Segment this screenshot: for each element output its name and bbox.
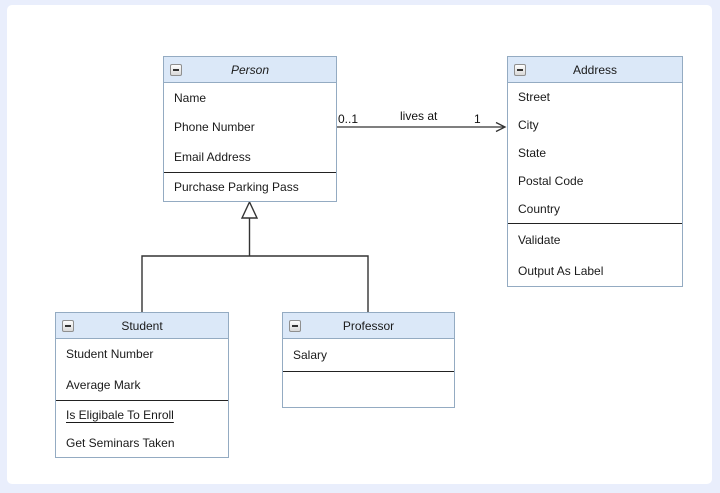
attribute: Student Number: [66, 347, 154, 362]
class-student[interactable]: Student Student Number Average Mark Is E…: [55, 312, 229, 458]
method: Validate: [518, 232, 561, 247]
class-person-attributes: Name Phone Number Email Address: [164, 83, 336, 172]
association-source-multiplicity: 0..1: [338, 112, 359, 126]
attribute: Country: [518, 202, 561, 216]
attribute: Name: [174, 90, 207, 105]
collapse-minus-icon[interactable]: [514, 63, 526, 76]
class-person-title: Person: [230, 62, 270, 77]
class-address-title: Address: [572, 62, 618, 77]
attribute: Email Address: [174, 150, 251, 165]
collapse-minus-icon[interactable]: [170, 63, 182, 76]
class-person[interactable]: Person Name Phone Number Email Address P…: [163, 56, 337, 202]
method-static: Is Eligibale To Enroll: [66, 408, 174, 422]
method: Get Seminars Taken: [66, 436, 175, 450]
class-student-attributes: Student Number Average Mark: [56, 339, 228, 400]
class-professor[interactable]: Professor Salary: [282, 312, 455, 408]
association-label: lives at: [400, 109, 438, 123]
class-professor-attributes: Salary: [283, 339, 454, 371]
minus-glyph: [65, 324, 71, 327]
attribute: City: [518, 118, 539, 132]
attribute: Postal Code: [518, 174, 584, 188]
class-person-methods: Purchase Parking Pass: [164, 172, 336, 201]
minus-glyph: [292, 324, 298, 327]
method: Purchase Parking Pass: [174, 180, 299, 194]
attribute: State: [518, 146, 547, 160]
class-student-header: Student: [56, 313, 228, 339]
minus-glyph: [517, 68, 523, 71]
class-address[interactable]: Address Street City State Postal Code Co…: [507, 56, 683, 287]
minus-glyph: [173, 68, 179, 71]
class-person-header: Person: [164, 57, 336, 83]
class-address-attributes: Street City State Postal Code Country: [508, 83, 682, 223]
class-professor-methods: [283, 371, 454, 407]
attribute: Salary: [293, 348, 328, 362]
attribute: Average Mark: [66, 377, 141, 392]
collapse-minus-icon[interactable]: [289, 319, 301, 332]
class-address-header: Address: [508, 57, 682, 83]
association-target-multiplicity: 1: [474, 112, 481, 126]
class-student-title: Student: [121, 318, 163, 333]
method: Output As Label: [518, 263, 604, 278]
collapse-minus-icon[interactable]: [62, 319, 74, 332]
attribute: Phone Number: [174, 120, 255, 135]
class-student-methods: Is Eligibale To Enroll Get Seminars Take…: [56, 400, 228, 457]
class-professor-header: Professor: [283, 313, 454, 339]
attribute: Street: [518, 90, 551, 104]
class-address-methods: Validate Output As Label: [508, 223, 682, 286]
class-professor-title: Professor: [342, 318, 395, 333]
